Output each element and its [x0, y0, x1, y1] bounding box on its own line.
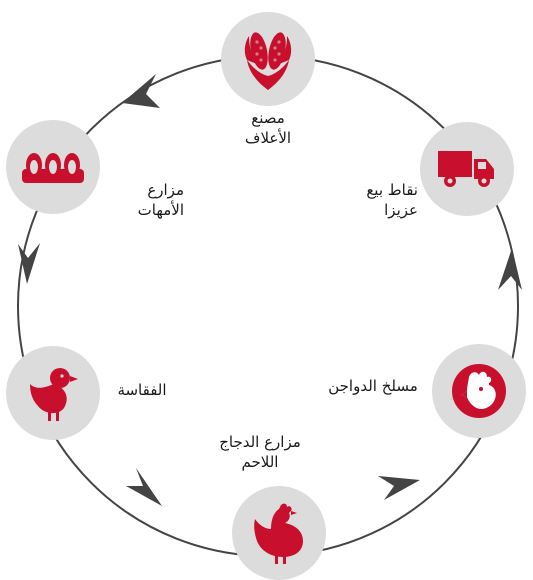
node-broiler-farms: [232, 486, 326, 580]
label-retail-points: نقاط بيع عزيزا: [340, 180, 418, 220]
label-retail-points-line2: عزيزا: [384, 201, 418, 219]
node-retail-points: [420, 122, 514, 216]
label-broiler-farms: مزارع الدجاج اللاحم: [200, 432, 320, 472]
truck-icon: [438, 151, 494, 187]
label-broiler-farms-line2: اللاحم: [241, 453, 279, 471]
label-feed-mill: مصنع الأعلاف: [218, 108, 318, 148]
label-parent-farms-line2: الأمهات: [137, 201, 184, 219]
label-retail-points-line1: نقاط بيع: [366, 181, 418, 199]
flow-arrows: [18, 74, 522, 506]
arrow-slaughter-to-retail: [498, 248, 522, 290]
arrow-hatchery-to-broiler: [126, 468, 162, 506]
arrow-parents-to-hatchery: [18, 243, 40, 284]
corn-icon: [244, 32, 292, 90]
label-hatchery-line1: الفقاسة: [117, 381, 167, 399]
arrow-broiler-to-slaughter: [378, 476, 420, 500]
node-hatchery: [6, 346, 100, 440]
label-slaughterhouse: مسلخ الدواجن: [318, 376, 428, 396]
label-slaughterhouse-line1: مسلخ الدواجن: [328, 377, 418, 395]
arrow-feed-to-parents: [122, 74, 160, 108]
eggs-icon: [22, 153, 84, 183]
node-slaughterhouse: [432, 344, 526, 438]
rooster-head-icon: [452, 364, 506, 418]
label-broiler-farms-line1: مزارع الدجاج: [219, 433, 301, 451]
label-feed-mill-line1: مصنع: [251, 109, 285, 127]
label-parent-farms: مزارع الأمهات: [110, 180, 184, 220]
chick-icon: [30, 368, 78, 421]
node-feed-mill: [221, 12, 315, 106]
node-parent-farms: [6, 120, 100, 214]
label-hatchery: الفقاسة: [100, 380, 184, 400]
label-parent-farms-line1: مزارع: [147, 181, 184, 199]
label-feed-mill-line2: الأعلاف: [244, 129, 292, 147]
hen-icon: [254, 503, 303, 564]
